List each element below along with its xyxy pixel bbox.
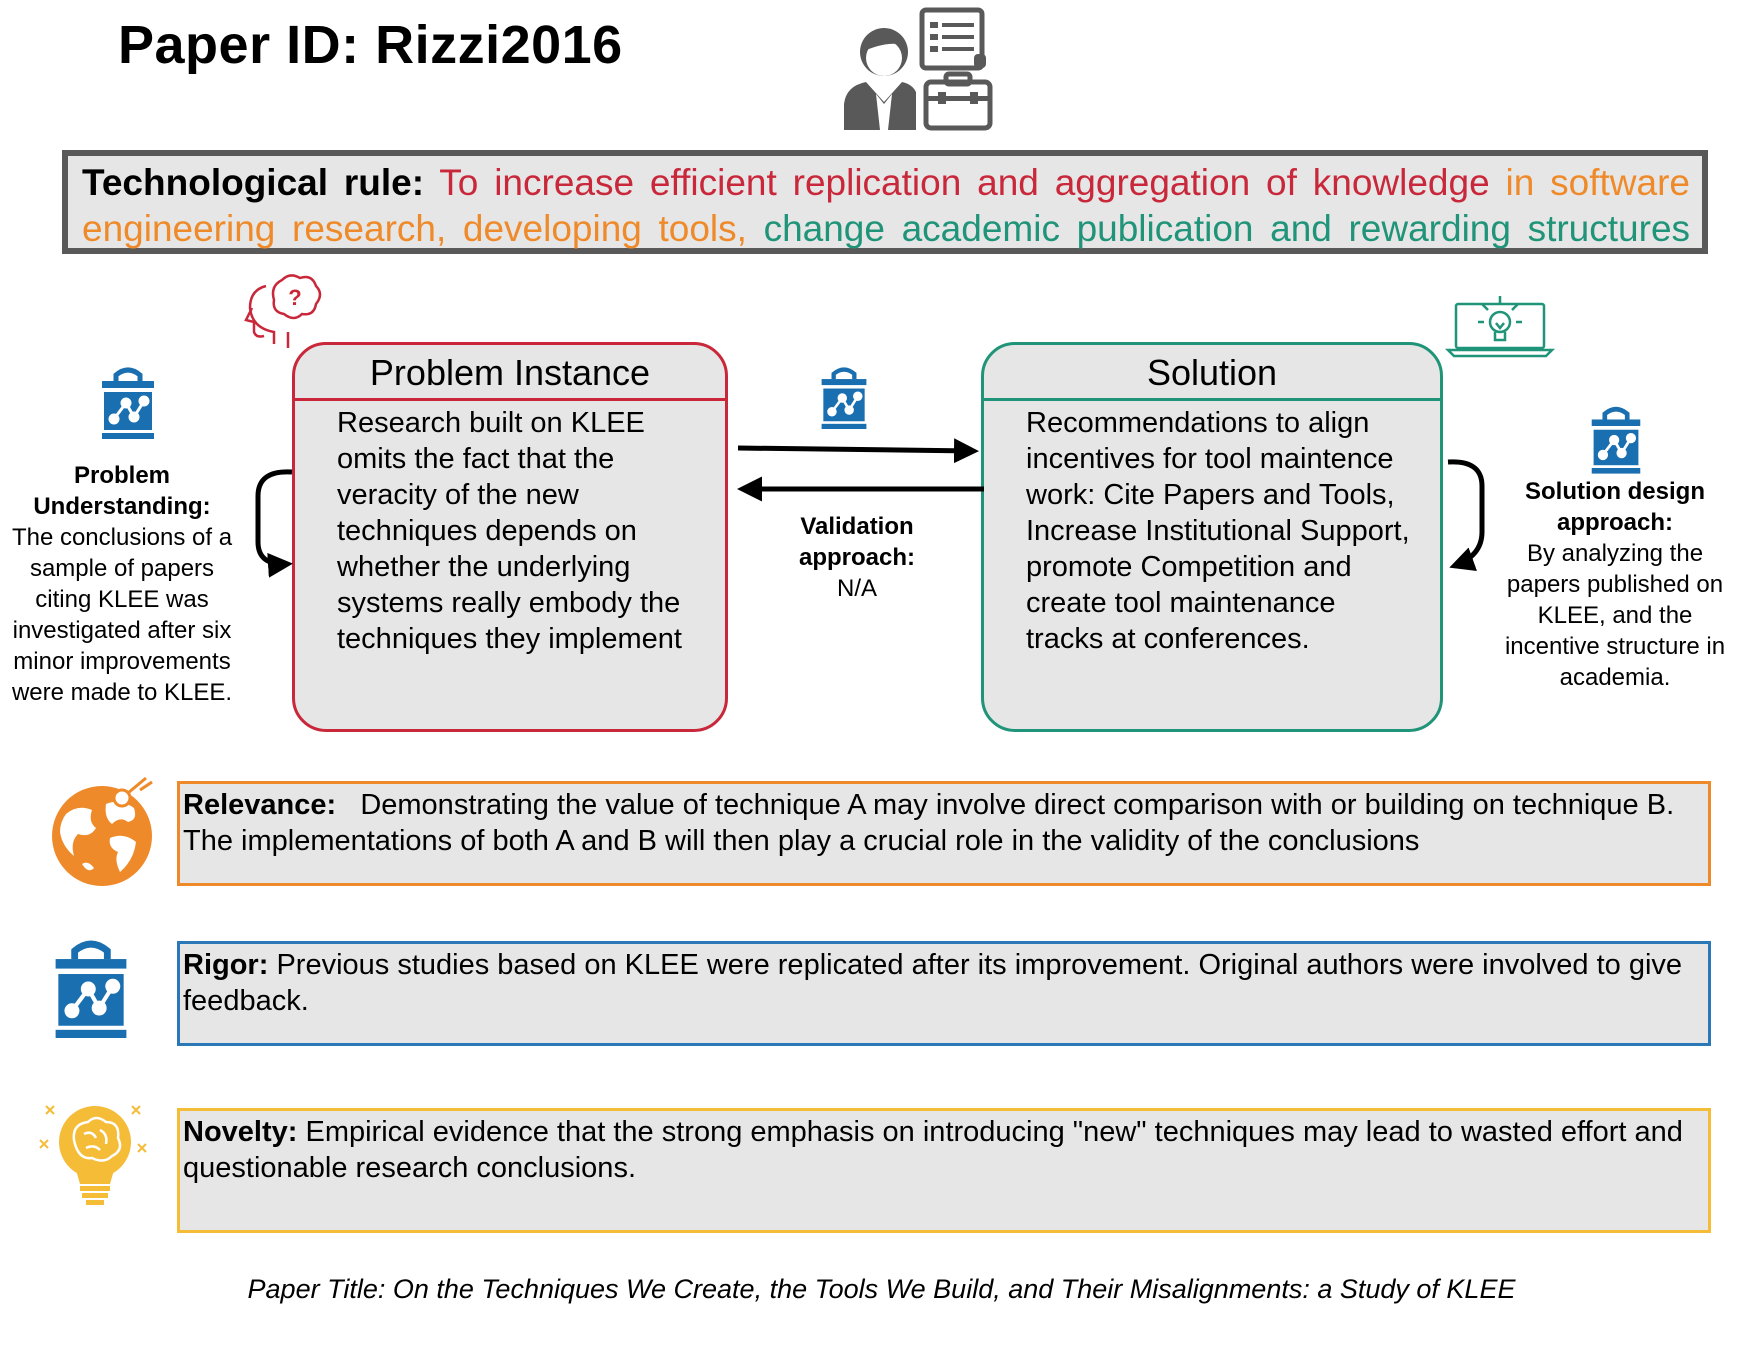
paper-title: Paper Title: On the Techniques We Create… [247,1274,1516,1304]
problem-understanding-label: Problem Understanding: [33,462,211,520]
validation-arrows [737,438,984,502]
paper-id-title: Paper ID: Rizzi2016 [118,15,623,75]
solution-design-text: By analyzing the papers published on KLE… [1504,540,1726,691]
solution-design-approach: Solution design approach: By analyzing t… [1490,476,1740,693]
novelty-box: Novelty: Empirical evidence that the str… [177,1108,1711,1233]
novelty-text: Empirical evidence that the strong empha… [183,1116,1683,1184]
technological-rule-label: Technological rule: [82,162,425,203]
problem-understanding: Problem Understanding: The conclusions o… [0,460,244,708]
problem-instance-text: Research built on KLEE omits the fact th… [337,407,682,655]
novelty-label: Novelty: [183,1116,298,1148]
solution-card: Solution Recommendations to align incent… [981,342,1443,732]
problem-instance-title: Problem Instance [295,345,725,401]
validation-approach: Validation approach: N/A [776,511,938,604]
rigor-label: Rigor: [183,949,269,981]
lab-method-icon [821,367,867,429]
problem-instance-card: Problem Instance Research built on KLEE … [292,342,728,732]
lightbulb-brain-icon [39,1105,147,1205]
lab-method-icon [1591,406,1641,474]
rigor-text: Previous studies based on KLEE were repl… [183,949,1683,1017]
problem-loop-arrow [255,469,293,578]
researcher-toolbox-icon [844,7,993,131]
svg-text:?: ? [288,285,301,310]
technological-rule-intervention: change academic publication and rewardin… [763,208,1691,249]
relevance-box: Relevance: Demonstrating the value of te… [177,781,1711,886]
solution-design-label: Solution design approach: [1525,478,1705,536]
technological-rule-goal: To increase efficient replication and ag… [439,162,1490,203]
problem-understanding-text: The conclusions of a sample of papers ci… [11,524,233,706]
laptop-lightbulb-icon [1444,296,1556,358]
validation-approach-text: N/A [836,575,877,602]
validation-approach-label: Validation approach: [798,513,915,571]
technological-rule-box: Technological rule: To increase efficien… [62,150,1708,254]
solution-loop-arrow [1447,459,1485,572]
lab-method-icon [102,367,154,439]
rigor-box: Rigor: Previous studies based on KLEE we… [177,941,1711,1046]
solution-text: Recommendations to align incentives for … [1026,407,1410,655]
thinking-head-icon: ? [244,274,322,348]
globe-icon [52,776,153,886]
relevance-label: Relevance: [183,789,337,821]
relevance-text: Demonstrating the value of technique A m… [183,789,1675,857]
technological-rule-context: in software engineering research, develo… [82,162,1691,249]
arrow-to-solution [737,438,979,464]
lab-method-icon [55,940,127,1038]
solution-title: Solution [984,345,1440,401]
